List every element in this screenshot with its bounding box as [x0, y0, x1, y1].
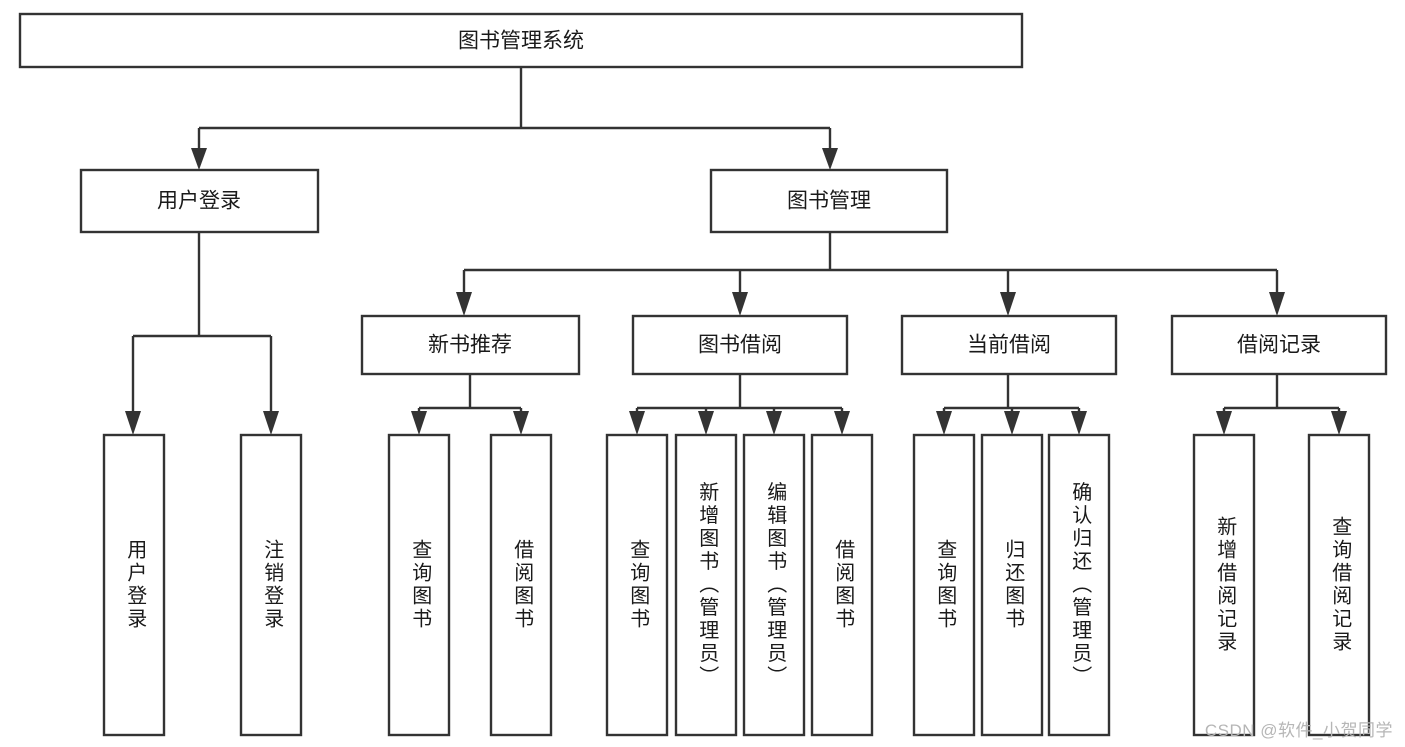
- leaf-current-3-box[interactable]: [1047, 433, 1111, 737]
- leaf-new-book-1-label: 查询图书: [409, 539, 432, 631]
- leaf-borrow-3-label: 编辑图书（管理员）: [764, 481, 787, 688]
- arrow-current-leaf-2: [1004, 411, 1020, 435]
- leaf-current-2-box[interactable]: [980, 433, 1044, 737]
- node-user-login-box[interactable]: [79, 168, 320, 234]
- node-book-borrow-label: 图书借阅: [698, 334, 782, 357]
- leaf-current-1[interactable]: 查询图书: [912, 433, 976, 737]
- leaf-current-2[interactable]: 归还图书: [980, 433, 1044, 737]
- node-current-borrow-label: 当前借阅: [967, 334, 1051, 357]
- leaf-user-login-1[interactable]: 用户登录: [102, 433, 166, 737]
- leaf-new-book-2-box[interactable]: [489, 433, 553, 737]
- leaf-borrow-1[interactable]: 查询图书: [605, 433, 669, 737]
- node-borrow-records-box[interactable]: [1170, 314, 1388, 376]
- arrow-books-child-4: [1269, 292, 1285, 316]
- arrow-user-leaf-1: [125, 411, 141, 435]
- node-user-login-label: 用户登录: [157, 190, 241, 213]
- arrow-user-leaf-2: [263, 411, 279, 435]
- node-root-label: 图书管理系统: [458, 30, 584, 53]
- arrow-records-leaf-2: [1331, 411, 1347, 435]
- arrow-newbook-leaf-1: [411, 411, 427, 435]
- connector-group-new-book: [411, 374, 529, 435]
- node-root-box[interactable]: [18, 12, 1024, 69]
- connector-group-records: [1216, 374, 1347, 435]
- arrow-borrow-leaf-3: [766, 411, 782, 435]
- node-book-manage-label: 图书管理: [787, 190, 871, 213]
- node-book-manage-box[interactable]: [709, 168, 949, 234]
- arrow-borrow-leaf-2: [698, 411, 714, 435]
- leaf-records-1-label: 新增借阅记录: [1214, 516, 1237, 654]
- arrow-books-child-1: [456, 292, 472, 316]
- leaf-records-2[interactable]: 查询借阅记录: [1307, 433, 1371, 737]
- node-new-book-rec-label: 新书推荐: [428, 334, 512, 357]
- leaf-new-book-1-box[interactable]: [387, 433, 451, 737]
- leaf-current-3[interactable]: 确认归还（管理员）: [1047, 433, 1111, 737]
- leaf-records-1[interactable]: 新增借阅记录: [1192, 433, 1256, 737]
- leaf-user-login-2[interactable]: 注销登录: [239, 433, 303, 737]
- leaf-borrow-4-label: 借阅图书: [832, 539, 855, 631]
- leaf-current-3-label: 确认归还（管理员）: [1069, 481, 1092, 688]
- leaf-current-1-label: 查询图书: [934, 539, 957, 631]
- node-user-login[interactable]: 用户登录: [79, 168, 320, 234]
- arrow-borrow-leaf-4: [834, 411, 850, 435]
- node-new-book-rec[interactable]: 新书推荐: [360, 314, 581, 376]
- leaf-borrow-1-box[interactable]: [605, 433, 669, 737]
- leaf-records-2-box[interactable]: [1307, 433, 1371, 737]
- node-current-borrow[interactable]: 当前借阅: [900, 314, 1118, 376]
- connector-group-current: [936, 374, 1087, 435]
- leaf-current-1-box[interactable]: [912, 433, 976, 737]
- arrow-borrow-leaf-1: [629, 411, 645, 435]
- node-book-manage[interactable]: 图书管理: [709, 168, 949, 234]
- leaf-records-2-label: 查询借阅记录: [1329, 516, 1352, 654]
- node-borrow-records-label: 借阅记录: [1237, 334, 1321, 357]
- arrow-root-to-user: [191, 148, 207, 170]
- connector-group-root: [191, 67, 838, 170]
- connector-group-borrow: [629, 374, 850, 435]
- leaf-borrow-4[interactable]: 借阅图书: [810, 433, 874, 737]
- node-current-borrow-box[interactable]: [900, 314, 1118, 376]
- node-book-borrow[interactable]: 图书借阅: [631, 314, 849, 376]
- leaf-borrow-2[interactable]: 新增图书（管理员）: [674, 433, 738, 737]
- node-borrow-records[interactable]: 借阅记录: [1170, 314, 1388, 376]
- leaf-records-1-box[interactable]: [1192, 433, 1256, 737]
- leaf-borrow-1-label: 查询图书: [627, 539, 650, 631]
- leaf-user-login-2-label: 注销登录: [261, 539, 284, 631]
- leaf-borrow-3-box[interactable]: [742, 433, 806, 737]
- arrow-current-leaf-1: [936, 411, 952, 435]
- node-book-borrow-box[interactable]: [631, 314, 849, 376]
- arrow-newbook-leaf-2: [513, 411, 529, 435]
- arrow-books-child-3: [1000, 292, 1016, 316]
- arrow-current-leaf-3: [1071, 411, 1087, 435]
- node-new-book-rec-box[interactable]: [360, 314, 581, 376]
- arrow-root-to-books: [822, 148, 838, 170]
- connector-group-user-login: [125, 232, 279, 435]
- leaf-new-book-2[interactable]: 借阅图书: [489, 433, 553, 737]
- leaf-borrow-3[interactable]: 编辑图书（管理员）: [742, 433, 806, 737]
- leaf-borrow-4-box[interactable]: [810, 433, 874, 737]
- leaf-user-login-1-label: 用户登录: [124, 539, 147, 631]
- arrow-books-child-2: [732, 292, 748, 316]
- arrow-records-leaf-1: [1216, 411, 1232, 435]
- leaf-borrow-2-label: 新增图书（管理员）: [696, 481, 719, 688]
- leaf-new-book-1[interactable]: 查询图书: [387, 433, 451, 737]
- node-root[interactable]: 图书管理系统: [18, 12, 1024, 69]
- leaf-new-book-2-label: 借阅图书: [511, 539, 534, 631]
- connector-group-book-manage: [456, 232, 1285, 316]
- leaf-current-2-label: 归还图书: [1002, 539, 1025, 631]
- leaf-user-login-1-box[interactable]: [102, 433, 166, 737]
- leaf-borrow-2-box[interactable]: [674, 433, 738, 737]
- leaf-user-login-2-box[interactable]: [239, 433, 303, 737]
